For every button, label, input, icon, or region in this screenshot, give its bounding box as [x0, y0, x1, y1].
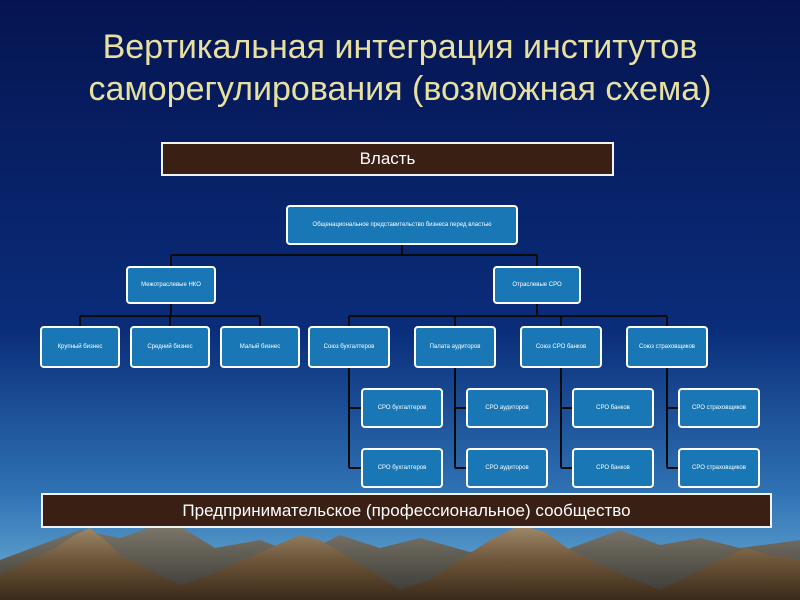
- bottom-bar-business-community: Предпринимательское (профессиональное) с…: [41, 493, 772, 528]
- node-union-accountants: Союз бухгалтеров: [308, 326, 390, 368]
- node-sro-banks-1: СРО банков: [572, 388, 654, 428]
- node-chamber-auditors: Палата аудиторов: [414, 326, 496, 368]
- node-sro-banks-2: СРО банков: [572, 448, 654, 488]
- mountains-front: [0, 525, 800, 600]
- node-sro-insurers-2: СРО страховщиков: [678, 448, 760, 488]
- node-sro-accountants-1: СРО бухгалтеров: [361, 388, 443, 428]
- node-intersectoral-nko: Межотраслевые НКО: [126, 266, 216, 304]
- node-union-sro-banks: Союз СРО банков: [520, 326, 602, 368]
- node-sectoral-sro: Отраслевые СРО: [493, 266, 581, 304]
- node-large-business: Крупный бизнес: [40, 326, 120, 368]
- node-sro-insurers-1: СРО страховщиков: [678, 388, 760, 428]
- title-line-1: Вертикальная интеграция институтов: [102, 28, 698, 66]
- node-union-insurers: Союз страховщиков: [626, 326, 708, 368]
- title-line-2: саморегулирования (возможная схема): [88, 70, 712, 108]
- node-root: Общенациональное представительство бизне…: [286, 205, 518, 245]
- top-bar-vlast: Власть: [161, 142, 614, 176]
- node-sro-accountants-2: СРО бухгалтеров: [361, 448, 443, 488]
- node-medium-business: Средний бизнес: [130, 326, 210, 368]
- node-sro-auditors-1: СРО аудиторов: [466, 388, 548, 428]
- node-small-business: Малый бизнес: [220, 326, 300, 368]
- node-sro-auditors-2: СРО аудиторов: [466, 448, 548, 488]
- slide-title: Вертикальная интеграция институтов самор…: [20, 26, 780, 110]
